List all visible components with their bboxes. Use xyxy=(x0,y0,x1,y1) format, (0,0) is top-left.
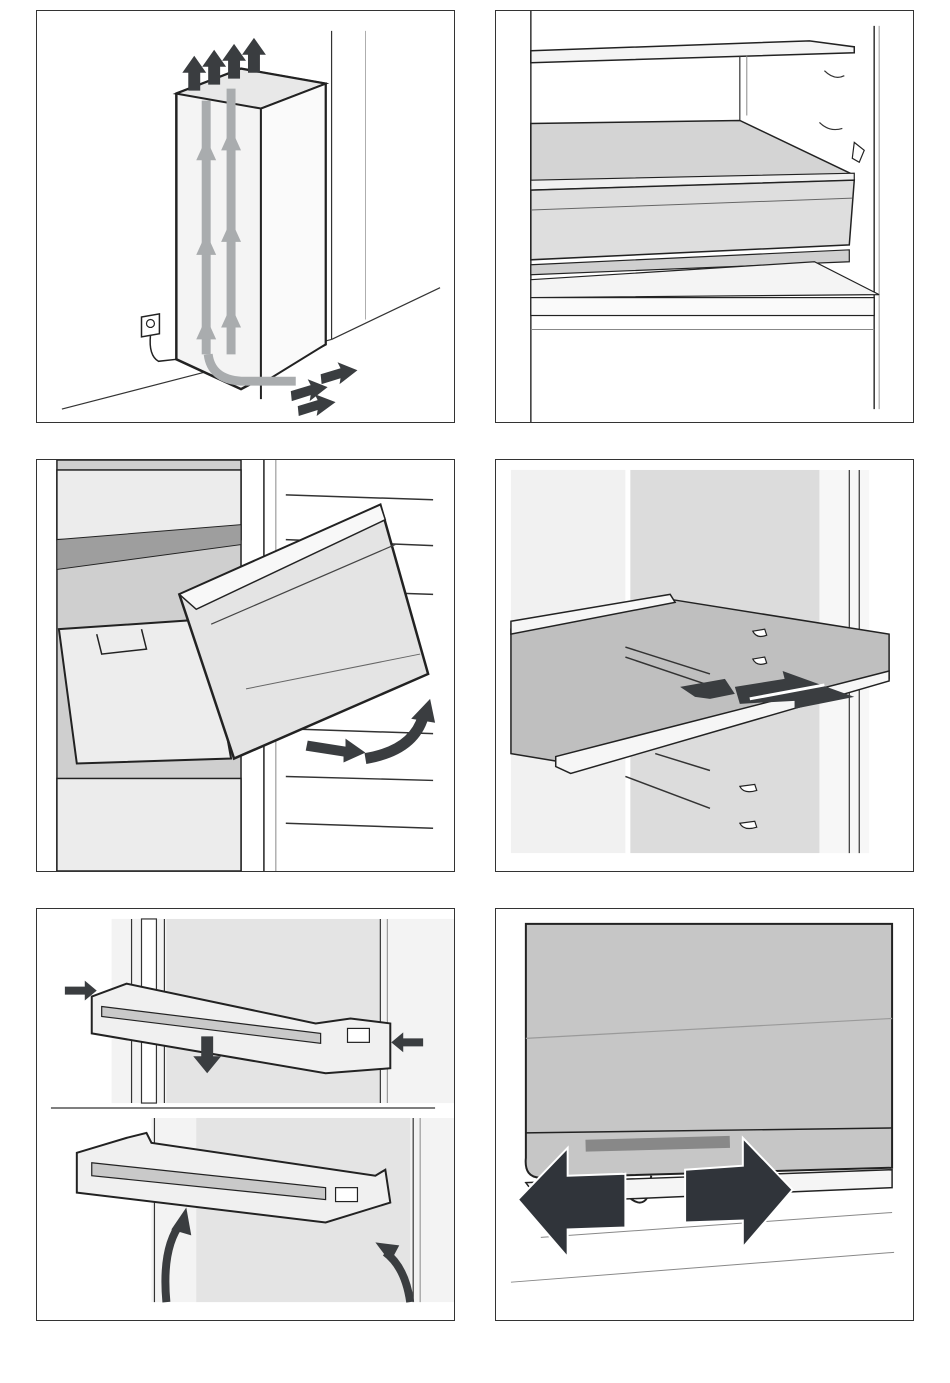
glass-shelf-illustration xyxy=(496,460,913,871)
curved-arrow-head xyxy=(411,699,435,723)
crisper-drawer xyxy=(531,180,854,260)
top-shelf xyxy=(531,41,854,63)
drawer-removal-illustration xyxy=(37,460,454,871)
shelf-support-icon xyxy=(852,142,864,162)
glass-shelf-removal-panel xyxy=(495,459,914,872)
right-arrow-icon xyxy=(306,739,366,763)
door-shelf-illustration xyxy=(37,909,454,1320)
door-shelf-removal-panel xyxy=(36,908,455,1321)
shelf-storage-illustration xyxy=(496,11,913,422)
sliding-cover-illustration xyxy=(496,909,913,1320)
ventilation-illustration xyxy=(37,11,454,422)
curved-arrow-icon xyxy=(365,717,423,759)
right-arrow-icon xyxy=(291,362,358,416)
ventilation-panel xyxy=(36,10,455,423)
glass-shelf-storage-panel xyxy=(495,10,914,423)
lower-drawer xyxy=(57,778,241,871)
power-outlet-icon xyxy=(142,314,177,361)
drawer-removal-panel xyxy=(36,459,455,872)
lower-divider xyxy=(531,298,874,316)
sliding-cover-panel xyxy=(495,908,914,1321)
